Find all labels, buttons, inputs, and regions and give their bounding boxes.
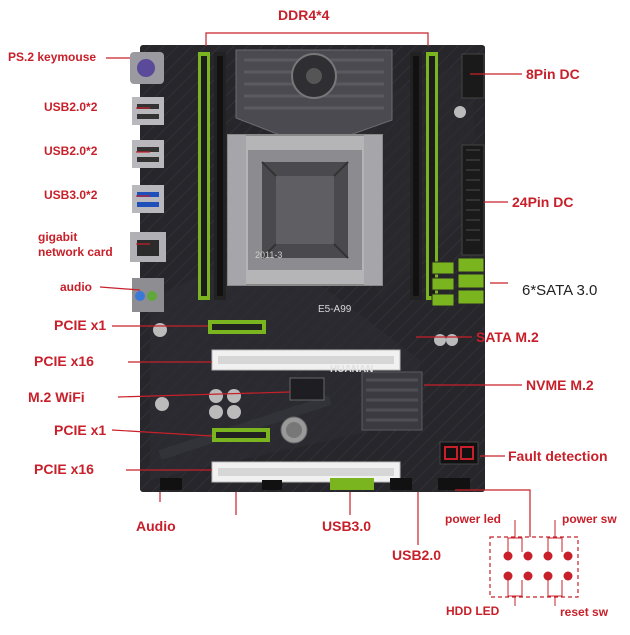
usb30-port bbox=[132, 185, 164, 213]
label-24pin: 24Pin DC bbox=[512, 194, 574, 210]
label-power-sw: power sw bbox=[562, 512, 617, 526]
label-gigabit-1: gigabit bbox=[38, 230, 78, 244]
label-reset-sw: reset sw bbox=[560, 605, 609, 619]
label-ps2: PS.2 keymouse bbox=[8, 50, 97, 64]
brand-label: HUANAN bbox=[330, 364, 373, 375]
label-fault-detection: Fault detection bbox=[508, 448, 608, 464]
vrm-heatsink bbox=[235, 49, 393, 136]
rear-io bbox=[130, 52, 166, 312]
m2-wifi-slot bbox=[289, 377, 325, 401]
label-pcie-x16-top: PCIE x16 bbox=[34, 353, 94, 369]
pcie-x1-top-slot bbox=[208, 320, 266, 334]
pcie-x16-bot-slot bbox=[211, 461, 401, 483]
audio-ports bbox=[132, 278, 164, 312]
cpu-socket bbox=[227, 134, 383, 286]
label-audio-port: audio bbox=[60, 280, 92, 294]
power-8pin bbox=[461, 53, 485, 99]
label-usb20-a: USB2.0*2 bbox=[44, 100, 98, 114]
capacitors bbox=[153, 106, 466, 419]
label-hdd-led: HDD LED bbox=[446, 604, 500, 618]
label-sata-m2: SATA M.2 bbox=[476, 329, 539, 345]
chipset-heatsink bbox=[361, 371, 423, 431]
lan-port bbox=[130, 232, 166, 262]
label-sata: 6*SATA 3.0 bbox=[522, 282, 598, 299]
label-gigabit-2: network card bbox=[38, 245, 113, 259]
leader-lines bbox=[99, 32, 531, 545]
ps2-port bbox=[130, 52, 164, 84]
socket-label: 2011-3 bbox=[255, 250, 282, 260]
cmos-battery bbox=[280, 416, 308, 444]
label-usb20-b: USB2.0*2 bbox=[44, 144, 98, 158]
bottom-headers bbox=[160, 478, 470, 490]
label-pcie-x1-top: PCIE x1 bbox=[54, 317, 107, 333]
fault-display bbox=[439, 441, 479, 465]
label-8pin: 8Pin DC bbox=[526, 66, 580, 82]
label-nvme: NVME M.2 bbox=[526, 377, 594, 393]
label-m2-wifi: M.2 WiFi bbox=[28, 389, 85, 405]
pcie-x16-top-slot bbox=[211, 349, 401, 371]
label-power-led: power led bbox=[445, 512, 502, 526]
label-pcie-x16-bot: PCIE x16 bbox=[34, 461, 94, 477]
label-audio-header: Audio bbox=[136, 518, 176, 534]
sata-ports bbox=[431, 257, 485, 307]
front-panel-header bbox=[489, 520, 579, 606]
ram-slots bbox=[198, 52, 438, 300]
label-ddr4: DDR4*4 bbox=[278, 7, 330, 23]
label-pcie-x1-bot: PCIE x1 bbox=[54, 422, 107, 438]
label-usb30-header: USB3.0 bbox=[322, 518, 372, 534]
power-24pin bbox=[461, 144, 485, 256]
pcie-x1-bot-slot bbox=[212, 428, 270, 442]
model-label: E5-A99 bbox=[318, 304, 352, 315]
label-usb30: USB3.0*2 bbox=[44, 188, 98, 202]
usb20-port-b bbox=[132, 140, 164, 168]
usb20-port-a bbox=[132, 97, 164, 125]
label-usb20-header: USB2.0 bbox=[392, 547, 442, 563]
